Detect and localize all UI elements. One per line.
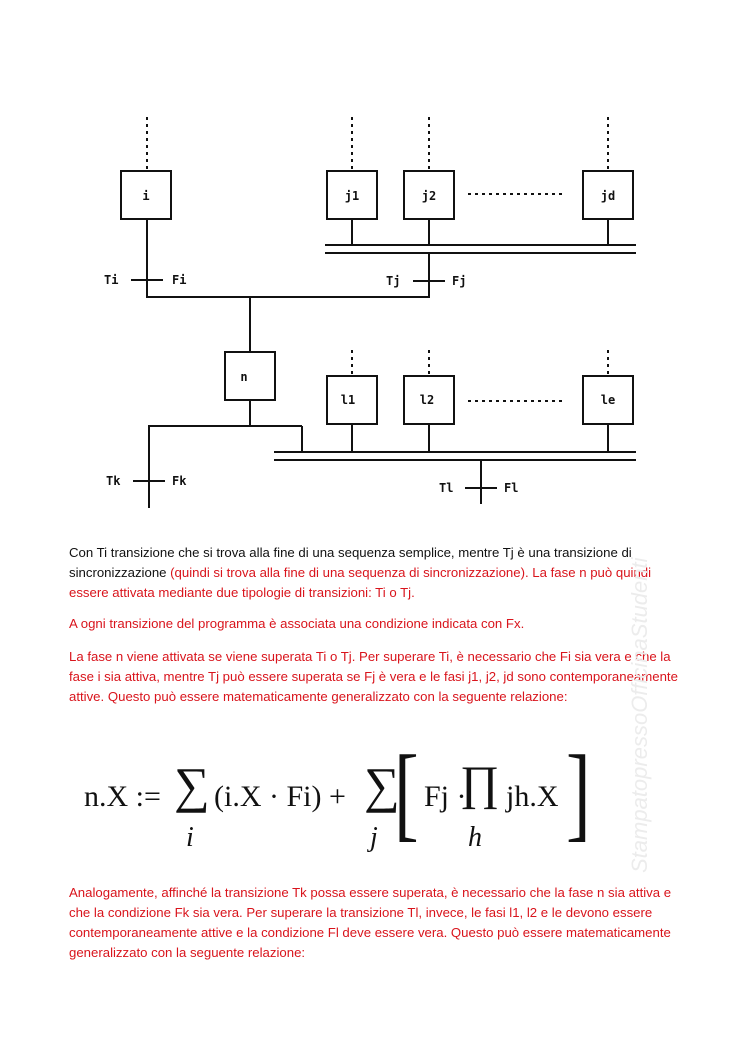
condition-label-fi: Fi — [172, 273, 186, 287]
transition-label-tj: Tj — [386, 274, 400, 288]
condition-label-fl: Fl — [504, 481, 518, 495]
formula-product-h: ∏ — [460, 757, 500, 810]
formula-right-bracket: ] — [566, 734, 591, 851]
step-label-j2: j2 — [422, 189, 436, 203]
condition-label-fk: Fk — [172, 474, 187, 488]
step-label-le: le — [601, 393, 615, 407]
formula-fj: Fj · — [424, 780, 467, 813]
transition-label-ti: Ti — [104, 273, 118, 287]
condition-label-fj: Fj — [452, 274, 466, 288]
transition-label-tk: Tk — [106, 474, 121, 488]
paragraph-3: La fase n viene attivata se viene supera… — [69, 649, 678, 704]
formula-nx: n.X := ∑ i (i.X · Fi) + ∑ j [ Fj · ∏ h j… — [84, 734, 604, 865]
formula-sub-j: j — [370, 822, 378, 853]
step-label-jd: jd — [601, 189, 615, 203]
paragraph-4: Analogamente, affinché la transizione Tk… — [69, 885, 672, 960]
formula-left-bracket: [ — [394, 734, 419, 851]
paragraph-1: Con Ti transizione che si trova alla fin… — [69, 543, 679, 603]
watermark: StampatopressoOfficinaStudenti — [627, 557, 652, 873]
formula-jh: jh.X — [506, 780, 559, 813]
grafcet-diagram: i j1 j2 jd n l1 l2 le Ti Fi Tj Fj Tk Fk … — [104, 117, 636, 508]
formula-term-1: (i.X · Fi) + — [214, 780, 346, 813]
formula-sum-i: ∑ — [174, 757, 210, 813]
formula-lhs: n.X := — [84, 780, 161, 813]
step-label-n: n — [240, 370, 247, 384]
paragraph-2: A ogni transizione del programma è assoc… — [69, 616, 525, 631]
formula-sub-i: i — [186, 822, 194, 853]
step-label-l2: l2 — [420, 393, 434, 407]
paragraph-1-black: Con Ti transizione che si trova alla fin… — [69, 545, 632, 580]
paragraph-1-red: (quindi si trova alla fine di una sequen… — [69, 565, 652, 600]
formula-sum-j: ∑ — [364, 757, 400, 813]
step-label-i: i — [142, 189, 149, 203]
formula-sub-h: h — [468, 822, 482, 853]
step-box-n — [224, 351, 276, 401]
transition-label-tl: Tl — [439, 481, 453, 495]
step-label-j1: j1 — [345, 189, 359, 203]
step-label-l1: l1 — [341, 393, 355, 407]
